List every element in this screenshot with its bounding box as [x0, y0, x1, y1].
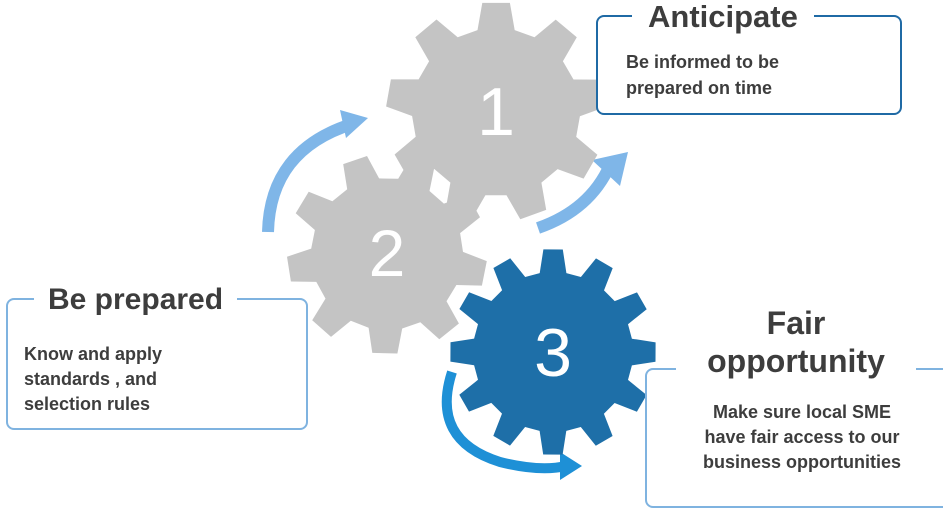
callout-text-fair-opportunity: Make sure local SME have fair access to …	[702, 402, 902, 472]
arrow-1-to-3	[535, 152, 628, 234]
gear-3-number: 3	[534, 315, 572, 391]
callout-text-anticipate: Be informed to be prepared on time	[626, 52, 780, 98]
gear-1-number: 1	[477, 74, 515, 150]
arrow-3-loop	[441, 370, 582, 480]
gear-1-icon	[386, 2, 606, 220]
gear-1-shape	[386, 2, 606, 220]
callout-title-be-prepared: Be prepared	[34, 282, 238, 318]
gear-2-shape	[287, 156, 487, 354]
gear-2-icon	[287, 156, 487, 354]
arrow-2-to-1	[262, 110, 368, 233]
callout-title-anticipate: Anticipate	[632, 0, 814, 34]
gear-2-number: 2	[369, 216, 406, 290]
callout-box-be-prepared	[6, 298, 308, 430]
gear-cycle-diagram: 1 2 3	[262, 2, 656, 480]
gear-3-shape	[450, 249, 656, 455]
callout-text-be-prepared: Know and apply standards , and selection…	[24, 344, 163, 414]
callout-title-fair-opportunity: Fair opportunity	[676, 300, 916, 384]
gear-3-icon	[450, 249, 656, 455]
